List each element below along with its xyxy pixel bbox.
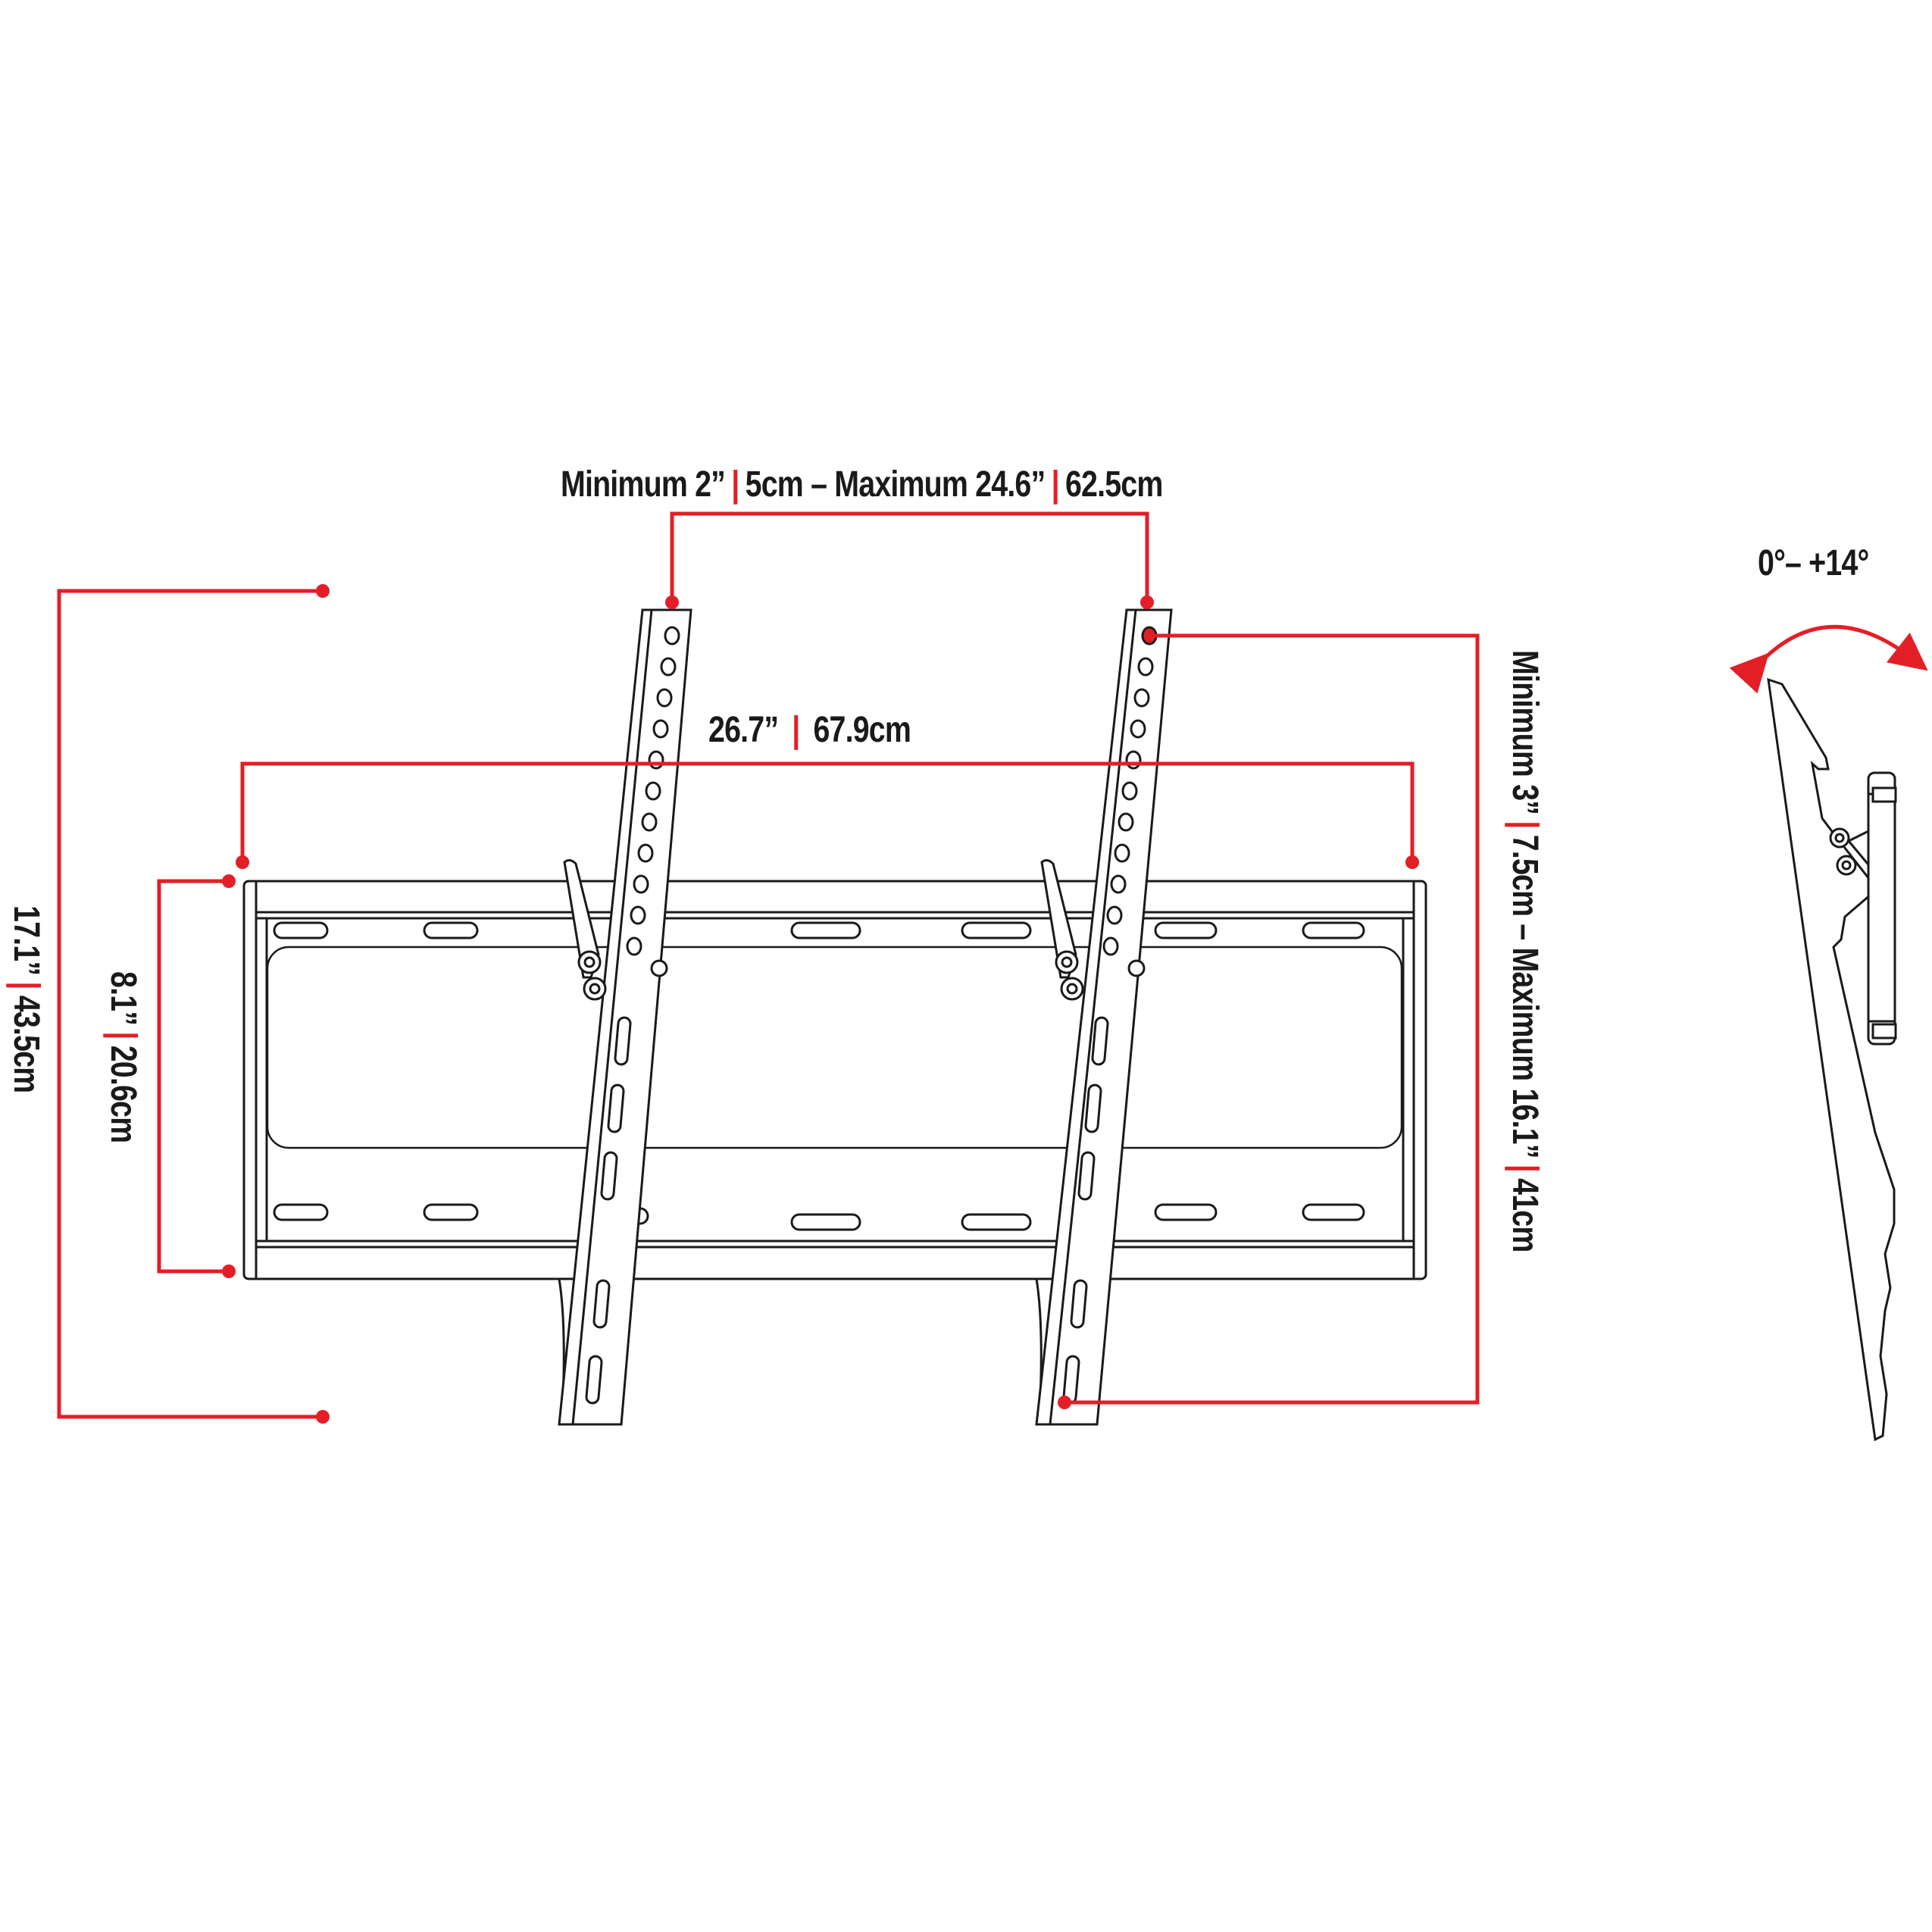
vertical-hole-range-line	[1064, 633, 1480, 1405]
plate-height-cm: 20.6cm	[103, 1045, 143, 1143]
plate-width-in: 26.7”	[708, 710, 779, 750]
overall-height-cm: 43.5cm	[6, 995, 46, 1093]
unit-separator: |	[792, 710, 800, 750]
red-dot-icon	[236, 855, 249, 869]
red-dot-icon	[222, 1265, 236, 1278]
unit-separator: |	[731, 464, 739, 505]
plate-height-in: 8.1”	[103, 971, 143, 1026]
dimension-lines	[57, 511, 1928, 1419]
bracket-spacing-min-in: Minimum 2”	[561, 464, 726, 505]
bracket-spacing-max-cm: 62.5cm	[1064, 464, 1163, 505]
red-dot-icon	[1405, 855, 1419, 869]
bracket-spacing-line	[670, 511, 1149, 602]
red-dot-icon	[1058, 1396, 1071, 1409]
overall-height-label: 17.1” | 43.5cm	[5, 905, 47, 1093]
dimension-endpoints	[222, 584, 1419, 1424]
side-view-profile	[1767, 677, 1897, 1442]
red-dot-icon	[316, 1410, 330, 1424]
vertical-range-min-cm: 7.5cm – Maximum 16.1”	[1505, 834, 1545, 1158]
bracket-spacing-min-cm: 5cm – Maximum 24.6”	[745, 464, 1046, 505]
plate-width-label: 26.7” | 67.9cm	[708, 709, 911, 752]
vertical-hole-range-label: Minimum 3” | 7.5cm – Maximum 16.1” | 41cm	[1503, 650, 1546, 1252]
red-dot-icon	[222, 874, 236, 888]
unit-separator: |	[1505, 1164, 1545, 1172]
right-tv-bracket	[1035, 608, 1173, 1426]
red-dot-icon	[316, 584, 330, 598]
unit-separator: |	[1051, 464, 1060, 505]
left-tv-bracket	[558, 608, 692, 1426]
vertical-range-max-cm: 41cm	[1505, 1178, 1545, 1252]
wall-plate	[242, 880, 1427, 1280]
unit-separator: |	[6, 981, 46, 989]
overall-height-line	[57, 589, 323, 1419]
unit-separator: |	[103, 1031, 143, 1039]
vertical-range-min-in: Minimum 3”	[1505, 650, 1545, 815]
overall-height-in: 17.1”	[6, 905, 46, 976]
plate-height-line	[157, 879, 229, 1274]
tilt-arc	[1729, 624, 1928, 694]
tilt-range-label: 0°– +14°	[1758, 542, 1869, 585]
red-dot-icon	[665, 596, 679, 609]
plate-width-cm: 67.9cm	[813, 710, 911, 750]
tilt-range-value: 0°– +14°	[1758, 543, 1869, 583]
plate-height-label: 8.1” | 20.6cm	[102, 971, 144, 1143]
plate-width-line	[240, 761, 1415, 862]
unit-separator: |	[1505, 821, 1545, 829]
red-dot-icon	[1140, 596, 1154, 609]
bracket-spacing-label: Minimum 2”|5cm – Maximum 24.6”|62.5cm	[561, 464, 1163, 506]
